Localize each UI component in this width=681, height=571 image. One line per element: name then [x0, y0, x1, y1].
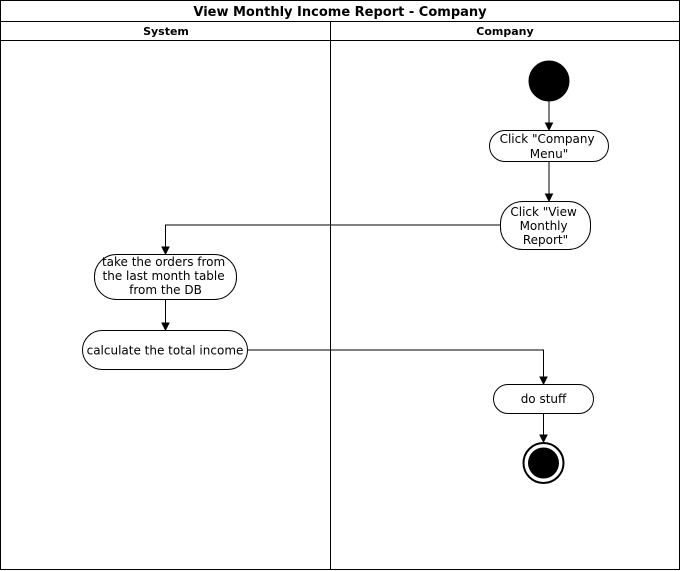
edge-do-stuff-to-end	[539, 414, 548, 444]
svg-text:take the orders from the: take the orders from the last month tabl…	[102, 255, 229, 297]
svg-text:Click "View Monthly: Click "View Monthly Report"	[510, 205, 580, 247]
action-do-stuff: do stuff	[493, 384, 594, 414]
edge-calculate-to-do-stuff	[248, 349, 548, 386]
svg-text:do stuff: do stuff	[521, 392, 567, 406]
node-text-line: Menu"	[530, 147, 568, 161]
flow-edges	[161, 101, 554, 444]
node-text-line: from the DB	[129, 283, 202, 297]
node-text-line: calculate the total income	[87, 344, 244, 358]
lane-label-company: Company	[476, 25, 533, 38]
node-text-line: do stuff	[521, 392, 567, 406]
svg-text:Click "Company Menu": Click "Company Menu"	[500, 132, 599, 161]
node-text-line: Monthly	[520, 219, 568, 233]
action-click-view-monthly-report: Click "View Monthly Report"	[500, 201, 591, 250]
action-take-orders: take the orders from the last month tabl…	[94, 254, 237, 300]
diagram-title: View Monthly Income Report - Company	[193, 5, 487, 20]
node-text-line: the last month table	[103, 269, 225, 283]
action-calculate-total-income: calculate the total income	[82, 330, 248, 370]
final-node	[522, 442, 565, 484]
node-text-line: take the orders from	[102, 255, 225, 269]
edge-start-to-company-menu	[544, 101, 554, 132]
initial-node	[528, 60, 570, 102]
action-click-company-menu: Click "Company Menu"	[489, 130, 609, 162]
edge-company-menu-to-view-report	[544, 162, 554, 203]
node-text-line: Click "Company	[500, 132, 595, 146]
edge-take-orders-to-calculate	[161, 300, 170, 332]
edge-view-report-to-take-orders	[161, 224, 501, 256]
lane-label-system: System	[143, 25, 189, 38]
node-text-line: Click "View	[510, 205, 577, 219]
svg-text:calculate the total income: calculate the total income	[87, 344, 244, 358]
node-text-line: Report"	[523, 233, 568, 247]
